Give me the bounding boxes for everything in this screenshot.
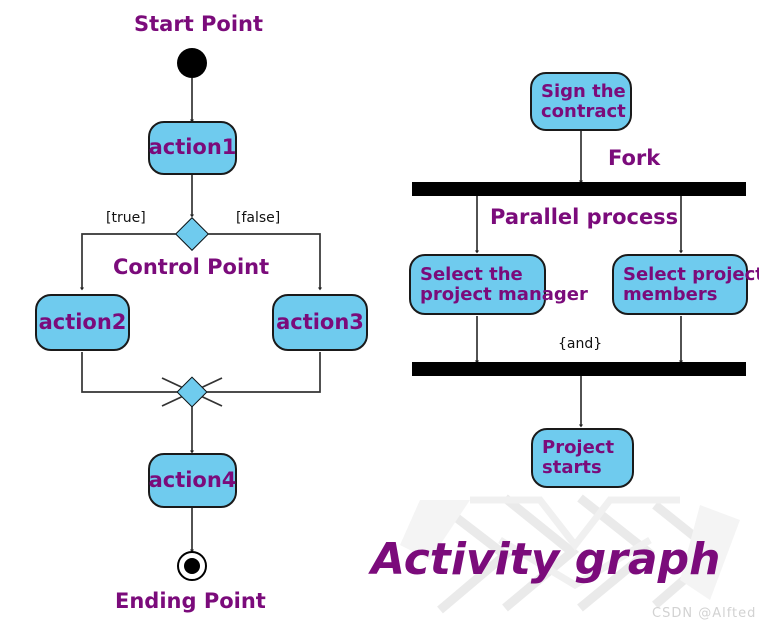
action-action4[interactable]: action4 [148,453,237,508]
action-action1[interactable]: action1 [148,121,237,175]
fork-bar [412,182,746,196]
action-action2[interactable]: action2 [35,294,130,351]
parallel-process-label: Parallel process [490,205,679,229]
join-bar [412,362,746,376]
select-project-members-label: Select project members [623,263,759,305]
sign-the-contract-label: Sign the contract [541,80,626,122]
project-starts-label: Project starts [542,436,615,478]
start-node [177,48,207,78]
action4-label: action4 [148,467,237,492]
action1-label: action1 [148,135,237,160]
diagram-title: Activity graph [371,534,721,585]
action-action3[interactable]: action3 [272,294,368,351]
action-select-project-manager[interactable]: Select the project manager [409,254,588,315]
branch-label-true: [true] [106,210,146,226]
fork-label: Fork [608,146,661,170]
action-sign-the-contract[interactable]: Sign the contract [530,72,632,131]
select-project-manager-label: Select the project manager [420,263,588,305]
join-guard-label: {and} [558,336,603,352]
merge-node[interactable] [176,376,208,408]
control-point-label: Control Point [113,255,270,279]
start-point-label: Start Point [134,12,264,36]
csdn-watermark: CSDN @Alfted [652,606,757,621]
end-node [177,551,207,581]
branch-label-false: [false] [236,210,281,226]
ending-point-label: Ending Point [115,589,266,613]
action-select-project-members[interactable]: Select project members [612,254,759,315]
decision-node[interactable] [175,217,209,251]
action3-label: action3 [276,309,364,334]
action2-label: action2 [38,309,127,334]
action-project-starts[interactable]: Project starts [531,428,634,488]
